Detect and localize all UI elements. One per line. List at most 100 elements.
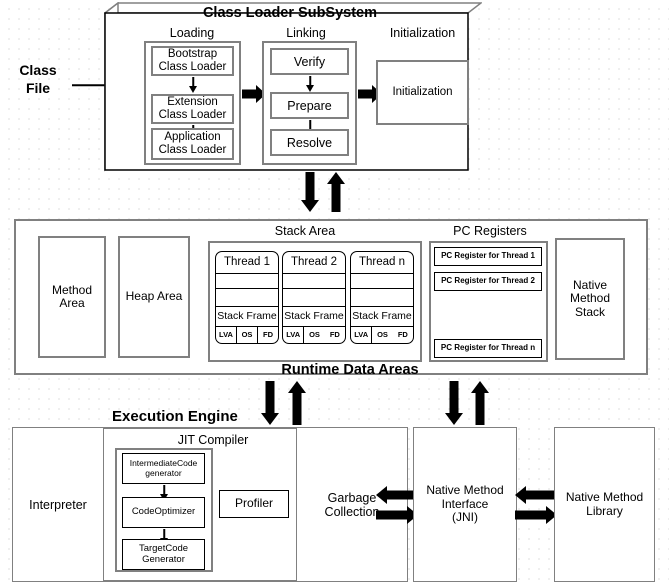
thread-1-name: Thread 1: [216, 252, 278, 274]
library-to-jni-arrow: [515, 485, 557, 505]
nml-line1: Native Method: [565, 490, 644, 505]
gc-line2: Collection: [324, 504, 380, 519]
prepare-box[interactable]: Prepare: [270, 92, 349, 119]
resolve-box[interactable]: Resolve: [270, 129, 349, 156]
tcg-line1: TargetCode: [138, 542, 189, 554]
nml-line2: Library: [586, 503, 623, 518]
interpreter-label: Interpreter: [29, 497, 87, 512]
jni-line3: (JNI): [452, 510, 478, 525]
thread-n-stack-frame: Stack Frame: [351, 307, 413, 327]
target-code-generator-box[interactable]: TargetCode Generator: [122, 539, 205, 570]
method-area-line1: Method: [51, 282, 93, 297]
thread-1-box[interactable]: Thread 1 Stack Frame LVA OS FD: [215, 251, 279, 344]
pc-registers-title: PC Registers: [453, 224, 527, 238]
thread-2-cell-os: OS: [309, 329, 320, 339]
heap-area-label: Heap Area: [125, 289, 183, 304]
icg-line1: IntermediateCode: [129, 457, 198, 468]
native-method-stack-box[interactable]: Native Method Stack: [555, 238, 625, 360]
classloader-to-runtime-down-arrow: [300, 172, 320, 212]
pc-register-thread-n[interactable]: PC Register for Thread n: [434, 339, 542, 358]
jit-compiler-title: JIT Compiler: [177, 433, 249, 447]
runtime-to-classloader-up-arrow: [326, 172, 346, 212]
code-optimizer-label: CodeOptimizer: [131, 506, 196, 518]
runtime-to-engine-down-arrow: [260, 381, 280, 425]
thread-2-cells: LVA OS FD: [283, 327, 345, 343]
intermediate-code-generator-box[interactable]: IntermediateCode generator: [122, 453, 205, 484]
thread-2-slot-2: [283, 289, 345, 307]
initialization-box[interactable]: Initialization: [376, 60, 469, 125]
jni-to-runtime-up-arrow: [470, 381, 490, 425]
jni-line2: Interface: [441, 496, 489, 511]
thread-2-stack-frame: Stack Frame: [283, 307, 345, 327]
extension-line2: Class Loader: [158, 109, 227, 121]
thread-1-cell-lva: LVA: [216, 327, 237, 343]
interpreter-box[interactable]: Interpreter: [12, 427, 104, 582]
linking-arrow-1: [305, 76, 315, 92]
garbage-collection-box[interactable]: Garbage Collection: [296, 427, 408, 582]
code-optimizer-box[interactable]: CodeOptimizer: [122, 497, 205, 528]
pc-register-thread-2[interactable]: PC Register for Thread 2: [434, 272, 542, 291]
method-area-box[interactable]: Method Area: [38, 236, 106, 358]
loading-arrow-1: [188, 77, 198, 93]
stack-area-title: Stack Area: [274, 224, 336, 238]
nms-line3: Stack: [574, 304, 605, 319]
native-method-interface-box[interactable]: Native Method Interface (JNI): [413, 427, 517, 582]
prepare-label: Prepare: [287, 98, 332, 113]
thread-n-name: Thread n: [351, 252, 413, 274]
thread-1-cells: LVA OS FD: [216, 327, 278, 343]
nms-line2: Method: [569, 291, 611, 306]
class-file-line2: File: [25, 79, 51, 96]
thread-n-slot-2: [351, 289, 413, 307]
class-file-line1: Class: [19, 62, 57, 78]
thread-n-cell-lva: LVA: [351, 327, 373, 343]
thread-2-cell-fd: FD: [329, 329, 340, 339]
pc-register-thread-1[interactable]: PC Register for Thread 1: [434, 247, 542, 266]
thread-n-slot-1: [351, 274, 413, 289]
verify-label: Verify: [293, 54, 326, 69]
runtime-to-jni-down-arrow: [444, 381, 464, 425]
application-line1: Application: [164, 131, 221, 144]
thread-2-slot-1: [283, 274, 345, 289]
application-class-loader-box[interactable]: Application Class Loader: [151, 128, 234, 160]
icg-line2: generator: [145, 467, 182, 478]
phase-initialization-title: Initialization: [389, 26, 456, 40]
thread-2-cell-lva: LVA: [283, 327, 305, 343]
initialization-label: Initialization: [392, 86, 453, 99]
thread-n-cell-os: OS: [377, 329, 388, 339]
thread-n-cell-fd: FD: [397, 329, 408, 339]
phase-loading-title: Loading: [169, 26, 215, 40]
class-loader-title: Class Loader SubSystem: [202, 5, 378, 21]
phase-linking-title: Linking: [286, 26, 326, 40]
profiler-box[interactable]: Profiler: [219, 490, 289, 518]
resolve-label: Resolve: [286, 135, 333, 150]
bootstrap-line2: Class Loader: [158, 61, 227, 73]
runtime-data-areas-title: Runtime Data Areas: [281, 362, 419, 378]
extension-line1: Extension: [167, 96, 218, 109]
gc-to-jni-arrow: [376, 505, 418, 525]
application-line2: Class Loader: [158, 144, 227, 156]
gc-line1: Garbage: [327, 490, 377, 505]
thread-1-slot-1: [216, 274, 278, 289]
jni-line1: Native Method: [426, 483, 504, 498]
method-area-line2: Area: [59, 296, 85, 310]
bootstrap-line1: Bootstrap: [167, 48, 218, 61]
thread-1-stack-frame: Stack Frame: [216, 307, 278, 327]
native-method-library-box[interactable]: Native Method Library: [554, 427, 655, 582]
execution-engine-title: Execution Engine: [112, 408, 238, 425]
verify-box[interactable]: Verify: [270, 48, 349, 75]
loading-to-linking-arrow: [242, 84, 266, 104]
thread-2-name: Thread 2: [283, 252, 345, 274]
nms-line1: Native: [572, 277, 607, 292]
heap-area-box[interactable]: Heap Area: [118, 236, 190, 358]
engine-to-runtime-up-arrow: [287, 381, 307, 425]
bootstrap-class-loader-box[interactable]: Bootstrap Class Loader: [151, 46, 234, 76]
thread-1-cell-fd: FD: [263, 329, 273, 339]
thread-n-box[interactable]: Thread n Stack Frame LVA OS FD: [350, 251, 414, 344]
class-file-label: Class File: [8, 62, 68, 97]
thread-1-slot-2: [216, 289, 278, 307]
thread-n-cells: LVA OS FD: [351, 327, 413, 343]
extension-class-loader-box[interactable]: Extension Class Loader: [151, 94, 234, 124]
thread-2-box[interactable]: Thread 2 Stack Frame LVA OS FD: [282, 251, 346, 344]
profiler-label: Profiler: [234, 496, 273, 511]
